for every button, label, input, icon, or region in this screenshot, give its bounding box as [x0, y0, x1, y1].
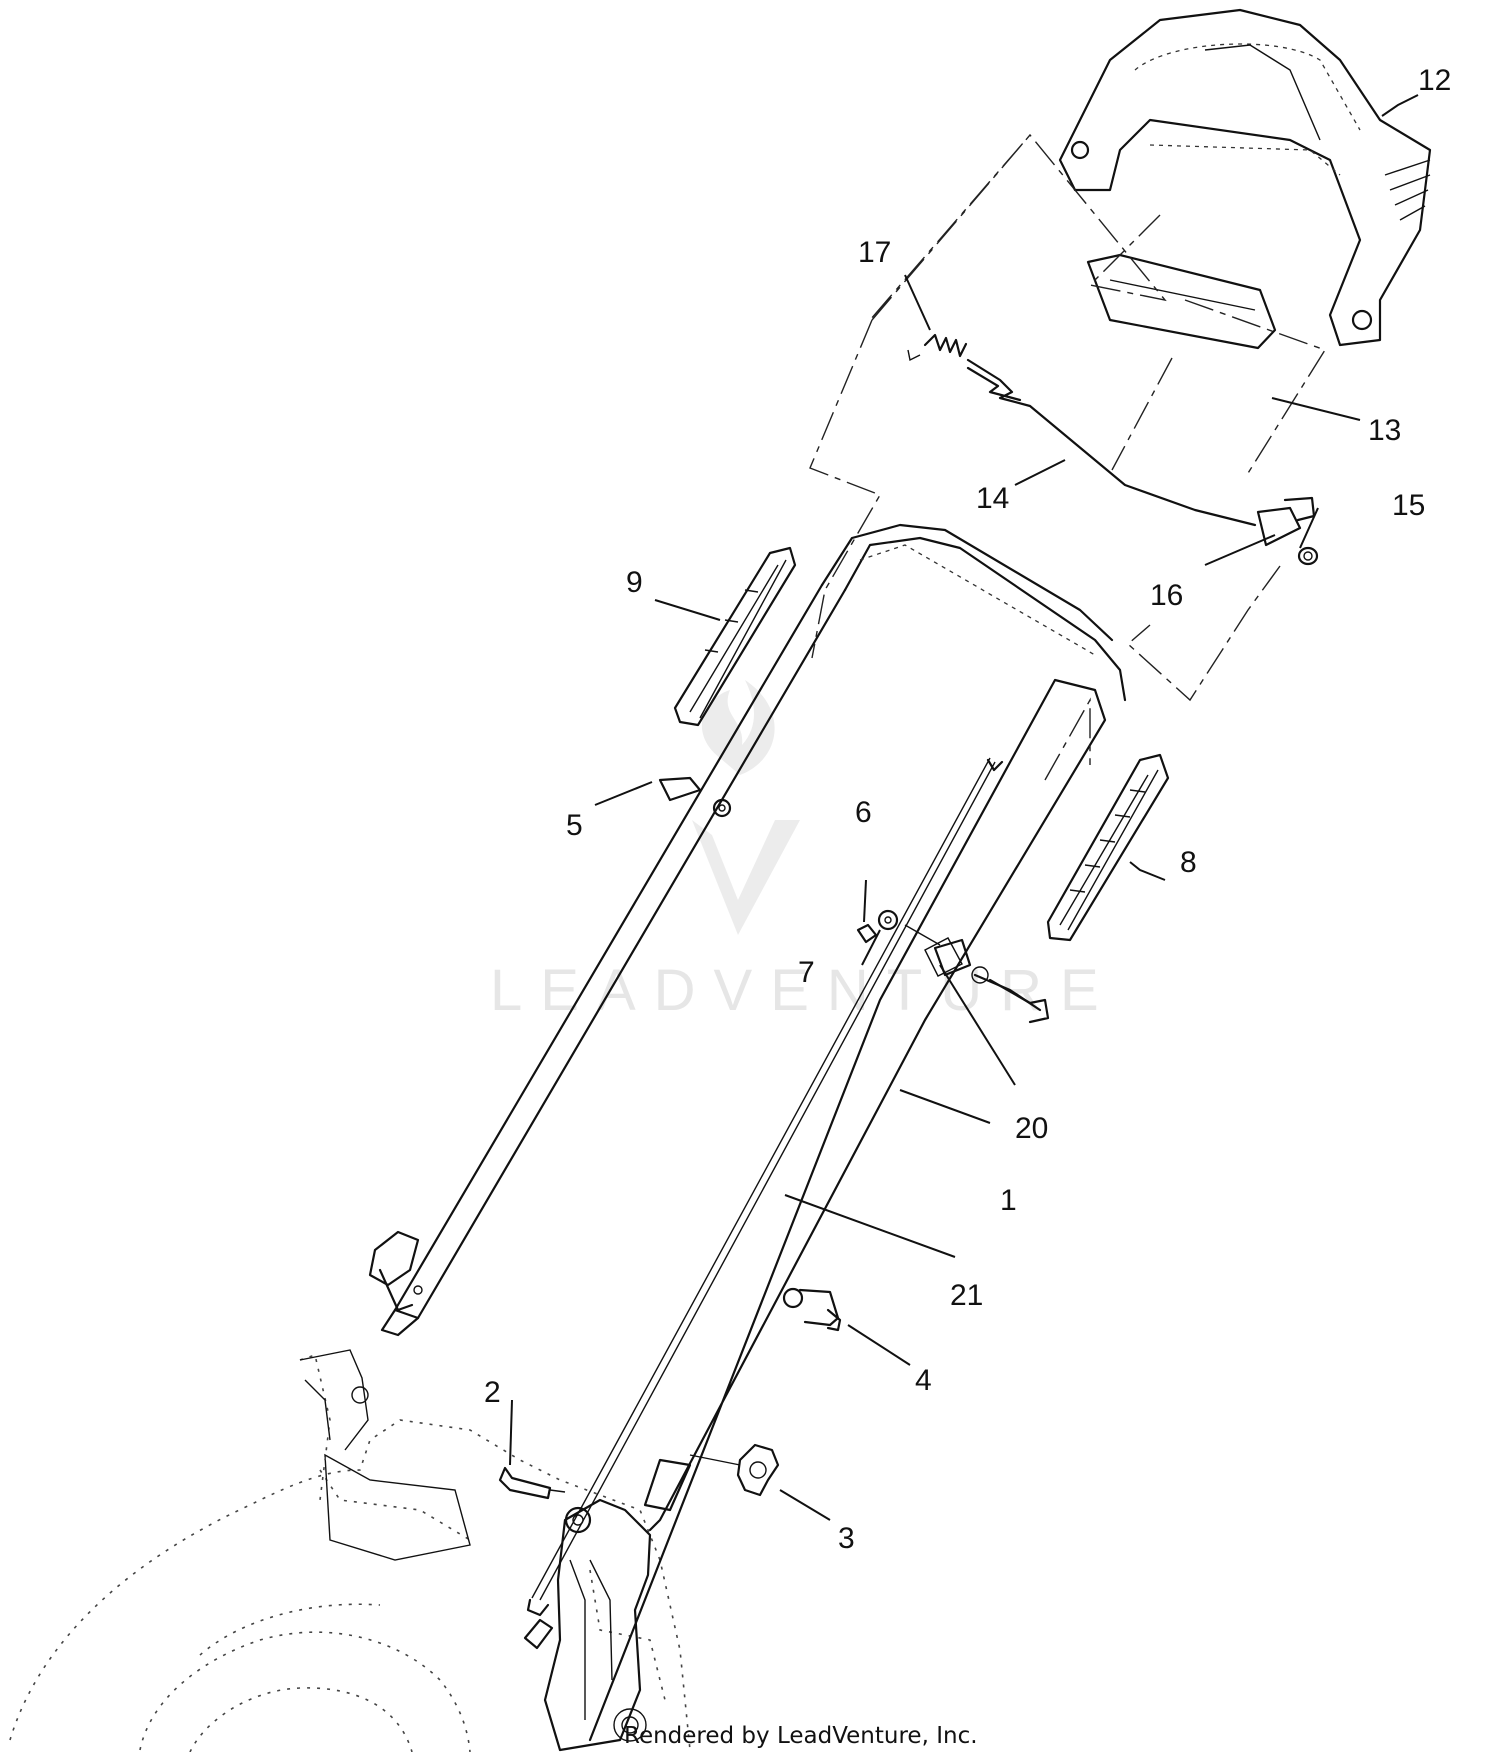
callout-2: 2	[484, 1376, 501, 1409]
bushing	[1256, 496, 1319, 566]
phantom-lines	[809, 133, 1327, 781]
callout-1: 1	[1000, 1184, 1017, 1217]
callout-16: 16	[1150, 579, 1183, 612]
lower-handle	[368, 1230, 423, 1312]
callout-8: 8	[1180, 846, 1197, 879]
footer-credit: Rendered by LeadVenture, Inc.	[624, 1723, 978, 1749]
callout-20: 20	[1015, 1112, 1048, 1145]
callout-12: 12	[1418, 64, 1451, 97]
grip-handle	[1058, 8, 1432, 347]
callouts: 1 2 3 4 5 6 7 8 9 12 13 14 15 16 17 20 2…	[484, 64, 1451, 1555]
bail-bar	[1086, 253, 1277, 350]
leader-lines	[509, 94, 1419, 1521]
callout-17: 17	[858, 236, 891, 269]
upper-handle	[380, 523, 1127, 1742]
control-cable	[523, 757, 1004, 1650]
mower-deck	[9, 1349, 691, 1752]
watermark: LEADVENTURE	[490, 680, 1117, 1023]
handle-pivot-bracket	[543, 1498, 652, 1752]
callout-21: 21	[950, 1279, 983, 1312]
callout-5: 5	[566, 809, 583, 842]
left-handle-cover	[673, 546, 797, 727]
right-handle-cover	[1046, 753, 1170, 942]
callout-15: 15	[1392, 489, 1425, 522]
callout-14: 14	[976, 482, 1009, 515]
callout-4: 4	[915, 1364, 932, 1397]
hardware	[498, 776, 1050, 1500]
watermark-text: LEADVENTURE	[490, 958, 1117, 1023]
actuator-rod	[907, 333, 1319, 566]
callout-6: 6	[855, 796, 872, 829]
callout-3: 3	[838, 1522, 855, 1555]
callout-7: 7	[798, 956, 815, 989]
callout-13: 13	[1368, 414, 1401, 447]
callout-9: 9	[626, 566, 643, 599]
spring	[907, 333, 968, 362]
